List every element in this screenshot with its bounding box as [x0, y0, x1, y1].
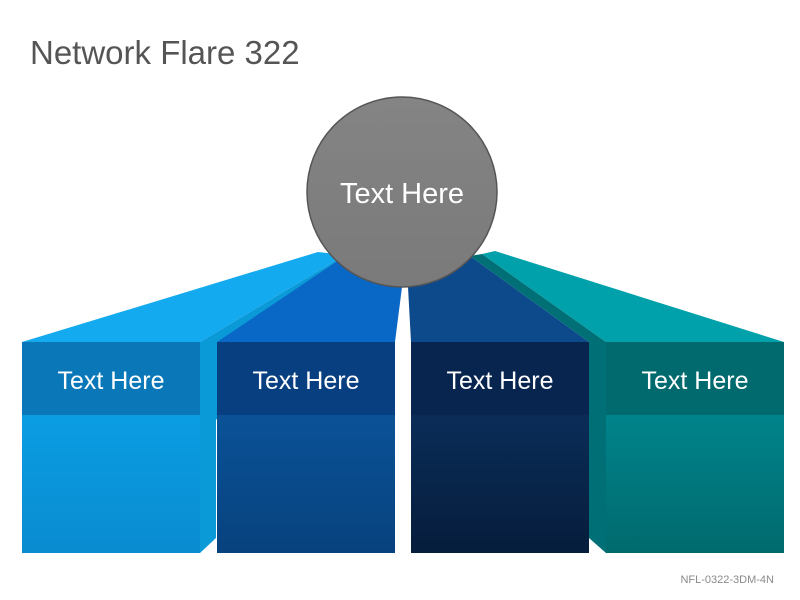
column-3-label-band: [411, 342, 589, 415]
column-3: Text Here: [408, 256, 589, 553]
column-1-label: Text Here: [58, 367, 165, 395]
column-4: Text Here: [470, 251, 784, 553]
column-1-top-face: [22, 252, 345, 342]
product-code: NFL-0322-3DM-4N: [680, 574, 774, 586]
column-2: Text Here: [217, 256, 402, 553]
column-2-label-band: [217, 342, 395, 415]
column-4-label-band: [606, 342, 784, 415]
column-3-label: Text Here: [447, 367, 554, 395]
column-4-side-face: [470, 254, 606, 553]
hub: Text Here: [306, 96, 498, 288]
page-title: Network Flare 322: [30, 34, 300, 71]
hub-circle: [306, 96, 498, 288]
column-2-top-face: [217, 256, 402, 342]
column-2-label: Text Here: [253, 367, 360, 395]
column-4-label: Text Here: [642, 367, 749, 395]
column-3-top-face: [408, 256, 589, 342]
column-4-top-face: [482, 251, 784, 342]
hub-label: Text Here: [340, 178, 464, 210]
column-1-label-band: [22, 342, 200, 415]
